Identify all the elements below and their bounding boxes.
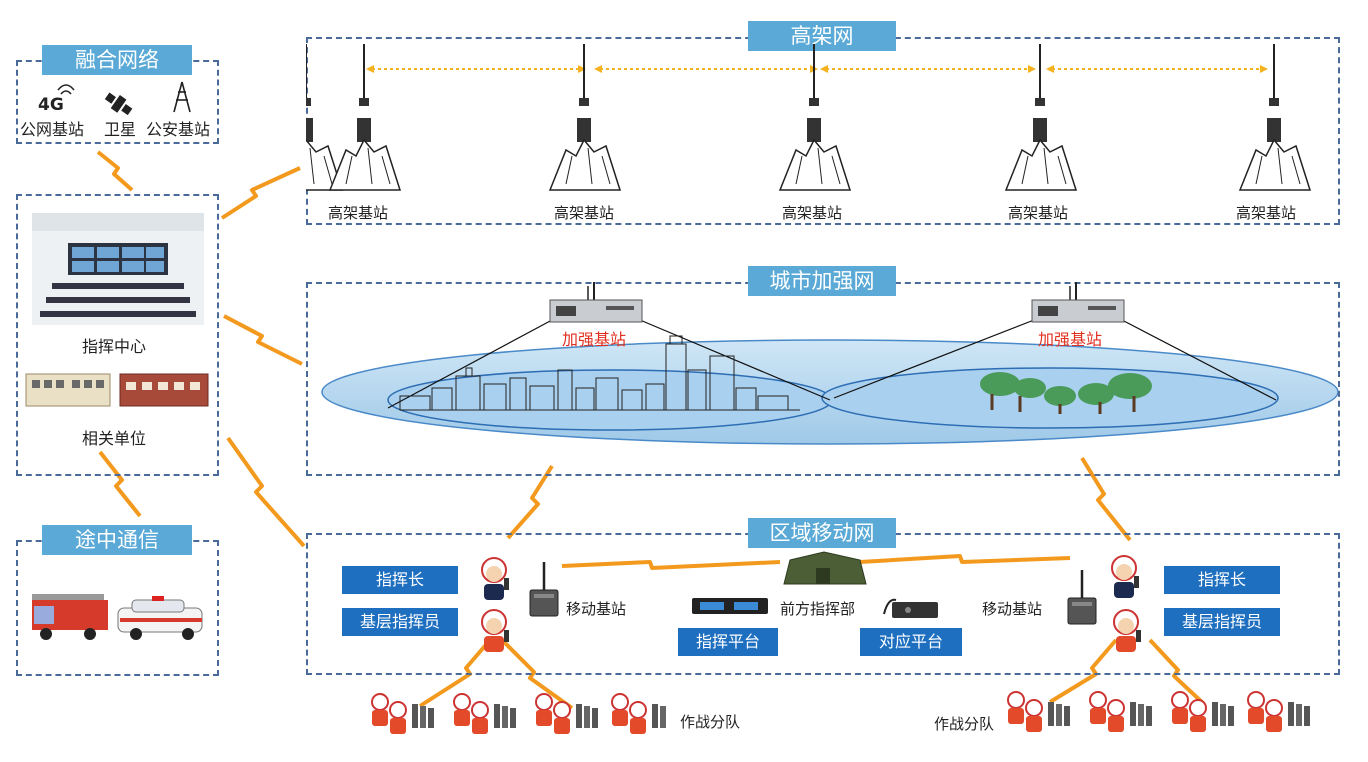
high-station-label-5: 高架基站 xyxy=(1236,204,1297,222)
firefighter-icon xyxy=(1113,609,1141,652)
trees xyxy=(980,372,1152,414)
fusion-item-police: 公安基站 xyxy=(146,120,211,139)
commander-button-left[interactable]: 指挥长 xyxy=(342,566,458,594)
city-skyline xyxy=(399,335,800,411)
police-car-icon xyxy=(117,596,203,640)
squad-right-group xyxy=(1007,691,1311,733)
command-center-image xyxy=(32,213,204,325)
high-station-label-4: 高架基站 xyxy=(1008,204,1069,222)
region-network-title: 区域移动网 xyxy=(748,518,896,548)
link-transit-center xyxy=(98,450,142,518)
link-center-region xyxy=(226,436,306,548)
city-network-title: 城市加强网 xyxy=(748,266,896,296)
squad-left-label: 作战分队 xyxy=(680,713,741,731)
link-city-region-right xyxy=(1080,456,1132,542)
link-center-high xyxy=(220,166,301,220)
link-region-mid-right xyxy=(859,554,1071,564)
link-city-region-left xyxy=(506,464,554,540)
mobile-station-left-icon xyxy=(529,562,559,617)
high-network-title: 高架网 xyxy=(748,21,896,51)
high-stations xyxy=(306,44,1311,191)
fusion-item-satellite: 卫星 xyxy=(104,120,137,139)
link-center-city xyxy=(223,314,303,366)
radio-console-icon xyxy=(883,598,938,618)
link-squad-right-1 xyxy=(1048,638,1118,704)
satellite-icon xyxy=(104,92,133,116)
link-squad-left-2 xyxy=(502,640,574,710)
city-station-right-label: 加强基站 xyxy=(1038,330,1103,349)
base-commander-button-left[interactable]: 基层指挥员 xyxy=(342,608,458,636)
4g-icon: 4G xyxy=(38,84,75,115)
mobile-station-left-label: 移动基站 xyxy=(566,600,627,618)
tent-icon xyxy=(783,551,867,585)
command-platform-button[interactable]: 指挥平台 xyxy=(678,628,778,656)
high-station-label-1: 高架基站 xyxy=(328,204,389,222)
related-units-label: 相关单位 xyxy=(82,429,147,448)
fusion-icons: 4G xyxy=(38,81,191,116)
high-station-label-3: 高架基站 xyxy=(782,204,843,222)
city-station-right-icon xyxy=(1031,282,1125,323)
mobile-station-right-icon xyxy=(1067,570,1097,625)
firefighter-icon xyxy=(1111,555,1139,598)
fusion-network-title: 融合网络 xyxy=(42,45,192,75)
squad-left-group xyxy=(371,693,668,735)
related-units-image xyxy=(25,373,209,407)
command-platform-icon xyxy=(692,598,768,614)
response-platform-button[interactable]: 对应平台 xyxy=(860,628,962,656)
link-squad-left-1 xyxy=(418,638,492,708)
city-station-left-label: 加强基站 xyxy=(562,330,627,349)
firefighter-icon xyxy=(481,609,509,652)
link-region-mid-left xyxy=(561,560,781,570)
command-box xyxy=(16,194,219,476)
transit-vehicles xyxy=(32,594,203,640)
high-station-label-2: 高架基站 xyxy=(554,204,615,222)
mountain-antenna-icon xyxy=(306,44,344,191)
transit-title: 途中通信 xyxy=(42,525,192,555)
mobile-station-right-label: 移动基站 xyxy=(982,600,1043,618)
fusion-item-public: 公网基站 xyxy=(20,120,85,139)
command-center-label: 指挥中心 xyxy=(82,337,147,356)
svg-text:4G: 4G xyxy=(38,95,64,115)
squad-right-label: 作战分队 xyxy=(934,715,995,733)
front-command-label: 前方指挥部 xyxy=(780,600,856,618)
fire-truck-icon xyxy=(32,594,108,640)
commander-button-right[interactable]: 指挥长 xyxy=(1164,566,1280,594)
base-commander-button-right[interactable]: 基层指挥员 xyxy=(1164,608,1280,636)
firefighter-icon xyxy=(481,557,509,600)
city-station-left-icon xyxy=(549,282,643,323)
squad-icon xyxy=(371,693,434,734)
link-fusion-center xyxy=(96,150,134,192)
city-network-box xyxy=(306,282,1340,476)
tower-icon xyxy=(173,81,191,113)
